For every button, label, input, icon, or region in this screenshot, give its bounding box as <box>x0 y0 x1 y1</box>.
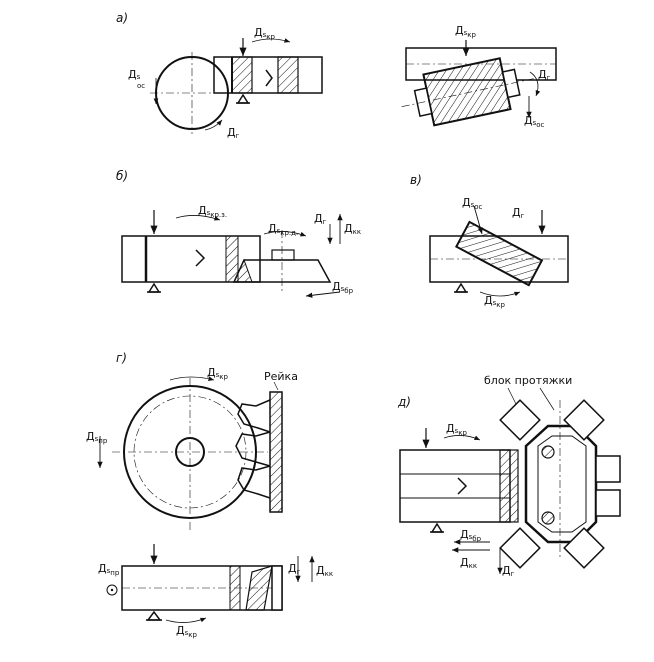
label-reyka: Рейка <box>264 370 298 383</box>
label-ds-kr-g: Дsкр <box>207 366 228 381</box>
panel-v-label: в) <box>410 173 422 187</box>
panel-a-right-scheme: Дsкр Дг Дsос <box>401 24 557 129</box>
panel-g-label: г) <box>116 351 127 365</box>
panel-d-broach-scheme: д) блок протяжки Дsкр Дsбр Дкк Дг <box>397 374 621 578</box>
label-dr-g: Дг <box>288 562 301 576</box>
label-dr-a2: Дг <box>538 68 551 82</box>
label-ds-kr-d: Дsкр <box>446 422 467 437</box>
label-ds-br-d: Дsбр <box>460 528 482 543</box>
label-dr-b: Дг <box>314 212 327 226</box>
label-ds-kr-g2: Дsкр <box>176 624 197 639</box>
blank-d <box>399 449 511 523</box>
label-dkk-d: Дкк <box>460 556 477 570</box>
panel-g-rack-scheme: г) Дsкр Рейка Дsпр Дsпр Дsкр Дг Дкк <box>86 351 333 639</box>
panel-b-shaper-scheme: б) Дsкр.з. Дsкр.д. Дг Дкк Дsбр <box>116 169 361 298</box>
label-dkk-b: Дкк <box>344 222 361 236</box>
label-ds-br-b: Дsбр <box>332 280 354 295</box>
rack <box>269 391 283 513</box>
label-blok: блок протяжки <box>484 374 572 387</box>
label-dr-v: Дг <box>512 206 525 220</box>
panel-d-label: д) <box>397 395 411 409</box>
broach-holder <box>524 424 598 544</box>
label-dr-a: Дг <box>227 126 240 140</box>
label-ds-kr-d: Дsкр.д. <box>268 222 298 237</box>
label-ds-kr-v: Дsкр <box>484 294 505 309</box>
label-ds-np-g2: Дsпр <box>98 562 120 577</box>
label-ds-kr-a2: Дsкр <box>455 24 476 39</box>
label-ds-oc-v: Дsос <box>462 196 483 211</box>
label-dkk-g: Дкк <box>316 564 333 578</box>
panel-b-label: б) <box>116 169 128 183</box>
panel-a-hob-scheme: а) Дsкр Дs ос Дг <box>116 11 323 140</box>
label-oc-a: ос <box>137 82 145 90</box>
label-ds-oc-a: Дs <box>128 68 141 81</box>
label-ds-oc-a2: Дsос <box>524 114 545 129</box>
label-ds-np-g: Дsпр <box>86 430 108 445</box>
blank-rect <box>213 56 323 94</box>
label-ds-kr-a: Дsкр <box>254 26 275 41</box>
label-dr-d: Дг <box>502 564 515 578</box>
panel-a-label: а) <box>116 11 128 25</box>
panel-v-scheme: в) Дsос Дг Дsкр <box>410 173 569 309</box>
label-ds-kr-z: Дsкр.з. <box>198 204 227 219</box>
blank-b <box>121 235 261 283</box>
